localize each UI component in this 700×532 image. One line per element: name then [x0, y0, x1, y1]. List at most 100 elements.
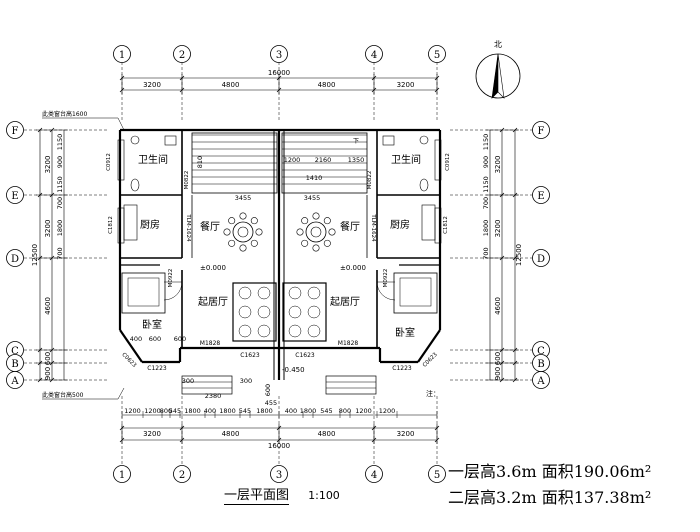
- drawing-title: 一层平面图: [224, 484, 290, 505]
- dimension-bottom-detail-2: 800: [160, 407, 172, 415]
- grid-bubble-bottom-2: 2: [179, 470, 185, 481]
- dimension-left-0: 3200: [44, 156, 52, 174]
- dining-chair-icon: [301, 217, 309, 225]
- dimension-tick: [119, 87, 125, 93]
- north-arrow-icon: [491, 53, 499, 99]
- tag-window-c1623-left: C1623: [240, 352, 260, 359]
- dimension-bottom-detail-7: 545: [239, 407, 251, 415]
- dining-chair-icon: [312, 244, 320, 252]
- dining-chair-icon: [296, 228, 304, 236]
- dimension-right-total: 12500: [515, 244, 523, 266]
- grid-bubble-right-C: C: [537, 346, 545, 357]
- dimension-left-total: 12500: [31, 244, 39, 266]
- grid-bubble-right-B: B: [537, 359, 544, 370]
- dimension-bottom-detail-0: 1200: [124, 407, 141, 415]
- dimension-tick: [119, 425, 125, 431]
- room-label-dining-right: 餐厅: [340, 220, 360, 233]
- tag-window-c0623-left: C0623: [120, 352, 137, 369]
- dimension-bottom-1: 4800: [222, 430, 240, 438]
- rug-pattern-icon: [238, 305, 252, 319]
- tag-stair-down: 下: [353, 138, 359, 145]
- dimension-tick: [499, 255, 505, 261]
- dimension-tick: [276, 437, 282, 443]
- bed-icon: [121, 272, 166, 314]
- dining-chair-icon: [323, 239, 331, 247]
- grid-bubble-right-F-circle: [532, 121, 550, 139]
- dimension-tick: [119, 75, 125, 81]
- dimension-right-3: 600: [494, 352, 502, 365]
- window-c0912: [434, 139, 442, 181]
- grid-bubble-bottom-1: 1: [119, 470, 125, 481]
- dining-table-icon: [232, 221, 254, 243]
- dimension-left-inner-2: 1150: [56, 176, 64, 193]
- dining-table-icon: [305, 221, 327, 243]
- dimension-bottom-detail-9: 400: [285, 407, 297, 415]
- dimension-tick: [512, 360, 518, 366]
- grid-bubble-bottom-4: 4: [371, 470, 377, 481]
- dimension-tick: [371, 425, 377, 431]
- bed-quilt-icon: [399, 277, 432, 307]
- dimension-left-inner-4: 1800: [56, 220, 64, 237]
- dimension-tick: [49, 377, 55, 383]
- misc-dim-600-b: 600: [264, 384, 272, 396]
- dimension-tick: [37, 347, 43, 353]
- dimension-top-0: 3200: [143, 81, 161, 89]
- grid-bubble-bottom-4-circle: [365, 465, 383, 483]
- tag-door-m0822-left: M0822: [184, 171, 190, 190]
- dimension-bottom-0: 3200: [143, 430, 161, 438]
- kitchen-counter: [421, 204, 436, 241]
- dimension-tick: [512, 377, 518, 383]
- grid-bubble-left-A-circle: [6, 371, 24, 389]
- dimension-tick: [499, 360, 505, 366]
- rug-pattern-icon: [307, 286, 321, 300]
- dimension-top-3: 3200: [397, 81, 415, 89]
- dimension-tick: [512, 127, 518, 133]
- dimension-tick: [276, 75, 282, 81]
- dimension-bottom-detail-10: 1800: [300, 407, 317, 415]
- grid-bubble-right-D-circle: [532, 249, 550, 267]
- tag-door-m1828-left: M1828: [200, 340, 221, 347]
- floor-level-left: ±0.000: [200, 264, 226, 272]
- dining-chair-icon: [301, 239, 309, 247]
- grid-bubble-left-C: C: [11, 346, 19, 357]
- grid-bubble-left-D: D: [11, 254, 19, 265]
- rug-pattern-icon: [307, 305, 321, 319]
- washbasin-icon: [419, 135, 429, 145]
- dimension-tick: [37, 192, 43, 198]
- drawing-scale: 1:100: [308, 489, 340, 502]
- grid-bubble-bottom-1-circle: [113, 465, 131, 483]
- dimension-left-3: 600: [44, 352, 52, 365]
- dimension-tick: [434, 425, 440, 431]
- dining-chair-icon: [239, 212, 247, 220]
- grid-bubble-bottom-3-circle: [270, 465, 288, 483]
- stair-dim-1: 2160: [315, 156, 332, 164]
- floor-level-right: ±0.000: [340, 264, 366, 272]
- grid-bubble-top-2-circle: [173, 45, 191, 63]
- grid-bubble-top-2: 2: [179, 50, 185, 61]
- grid-bubble-bottom-2-circle: [173, 465, 191, 483]
- dimension-right-inner-0: 1150: [482, 134, 490, 151]
- dimension-tick: [49, 347, 55, 353]
- dimension-bottom-3: 3200: [397, 430, 415, 438]
- north-label: 北: [494, 40, 502, 49]
- tag-door-tlm1624-right: TLM-1624: [370, 213, 376, 242]
- tag-window-c0912-right: C0912: [445, 153, 451, 171]
- dimension-left-1: 3200: [44, 220, 52, 238]
- dimension-bottom-detail-11: 545: [320, 407, 332, 415]
- grid-bubble-right-E: E: [537, 191, 544, 202]
- dimension-tick: [276, 425, 282, 431]
- dimension-left-2: 4600: [44, 297, 52, 315]
- grid-bubble-bottom-5: 5: [434, 470, 440, 481]
- dimension-bottom-detail-3: 545: [169, 407, 181, 415]
- rug-pattern-icon: [288, 286, 302, 300]
- dimension-tick: [37, 360, 43, 366]
- rug-pattern-icon: [307, 324, 321, 338]
- misc-dim-1600: 600: [174, 335, 186, 343]
- room-label-bath-left: 卫生间: [138, 153, 168, 166]
- dimension-right-inner-4: 1800: [482, 220, 490, 237]
- dimension-tick: [371, 437, 377, 443]
- dimension-bottom-total: 16000: [268, 442, 290, 450]
- entrance-steps-right: [325, 375, 377, 395]
- tag-window-c1223-right: C1223: [392, 365, 412, 372]
- dimension-bottom-detail-5: 400: [204, 407, 216, 415]
